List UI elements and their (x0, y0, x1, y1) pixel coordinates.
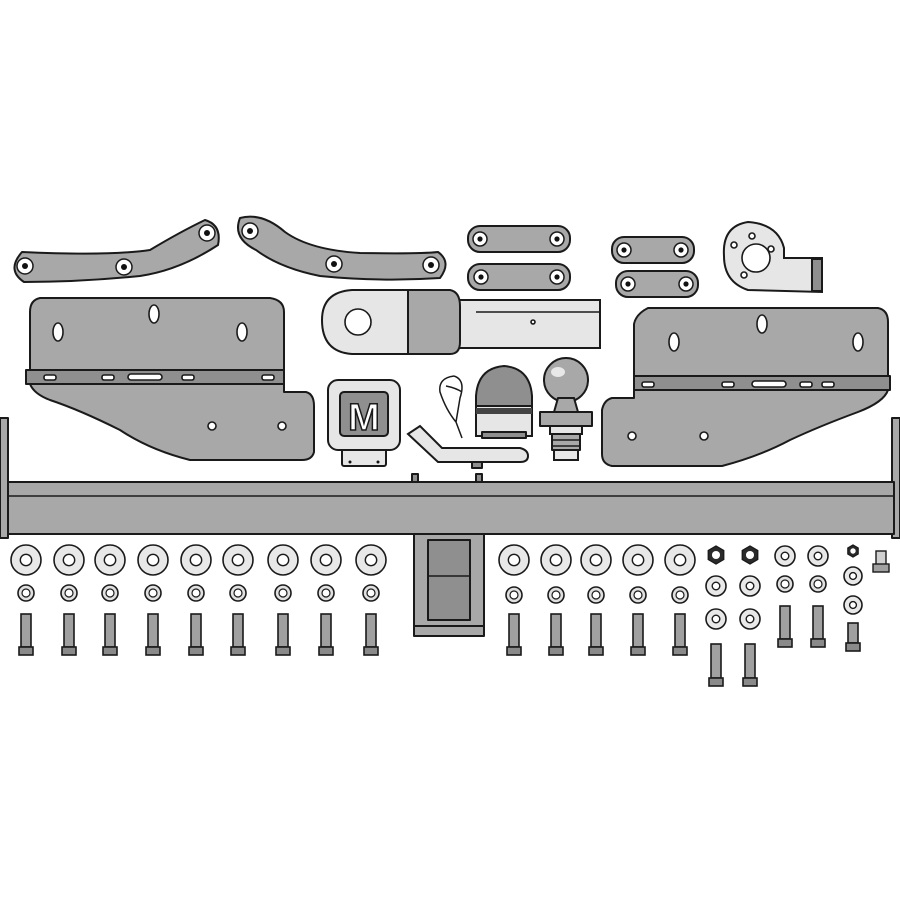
bolt (104, 613, 116, 648)
bolt (232, 613, 244, 648)
hardware-set (10, 544, 890, 687)
bolt (63, 613, 75, 648)
bolt (320, 613, 332, 648)
bolt (508, 613, 520, 648)
hitch-pin (406, 424, 530, 469)
bolt (710, 643, 722, 679)
mounting-plate-right (601, 307, 891, 467)
bolt (550, 613, 562, 648)
bolt (812, 605, 824, 640)
link-plate-1 (467, 225, 571, 253)
curved-link-arm-left (13, 219, 220, 283)
r-clip (439, 375, 463, 439)
bolt (147, 613, 159, 648)
link-plate-4 (615, 270, 699, 298)
bolt (847, 622, 859, 644)
bolt (20, 613, 32, 648)
bolt (632, 613, 644, 648)
bolt (590, 613, 602, 648)
link-plate-2 (467, 263, 571, 291)
bolt (779, 605, 791, 640)
brand-mark: M (348, 397, 380, 439)
tow-ball (539, 357, 593, 461)
small-bolt (875, 550, 887, 566)
bolt (365, 613, 377, 648)
bolt (674, 613, 686, 648)
bolt (277, 613, 289, 648)
bolt (744, 643, 756, 679)
bolt (190, 613, 202, 648)
mounting-plate-left (25, 297, 315, 461)
link-plate-3 (611, 236, 695, 264)
receiver-drop (413, 533, 485, 637)
curved-link-arm-right (237, 215, 447, 281)
drawbar-tongue (320, 289, 601, 355)
electric-socket (475, 365, 533, 439)
socket-plate (722, 220, 823, 294)
socket-cover: M (327, 379, 401, 467)
